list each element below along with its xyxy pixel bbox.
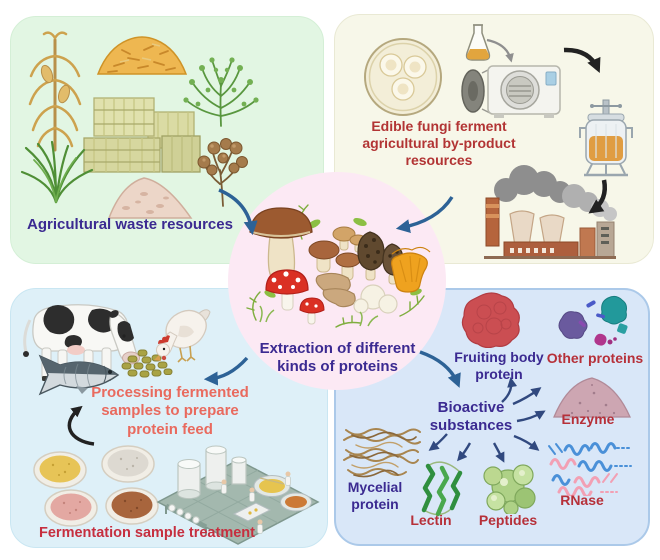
edible-fungi-label: Edible fungi ferment agricultural by-pro… — [362, 118, 516, 169]
petri-dish-icon — [364, 38, 442, 116]
processing-feed-label: Processing fermented samples to prepare … — [91, 384, 249, 438]
oyster-mushroom-icon — [315, 272, 356, 308]
bran-pile-icon — [107, 177, 193, 219]
rna-ribbons-icon — [548, 442, 632, 496]
mushroom-assortment-icon — [246, 204, 431, 328]
bioreactor-icon — [579, 99, 633, 177]
powder-dish-pink-icon — [44, 489, 98, 527]
grass-tuft-icon — [20, 140, 94, 204]
corn-plant-icon — [28, 31, 82, 152]
powder-dish-white-icon — [101, 445, 155, 483]
fish-icon — [38, 354, 120, 396]
other-proteins-label: Other proteins — [546, 350, 644, 366]
bioactive-substances-label: Bioactive substances — [429, 399, 513, 435]
fermentation-treatment-label: Fermentation sample treatment — [39, 525, 255, 541]
enzyme-label: Enzyme — [561, 411, 615, 427]
powder-dish-yellow-icon — [33, 451, 87, 489]
processing-plant-icon — [156, 445, 320, 545]
rnase-label: RNase — [560, 492, 604, 508]
fruiting-body-protein-label: Fruiting body protein — [454, 349, 544, 383]
peptide-cluster-icon — [483, 464, 536, 514]
smoking-factory-icon — [484, 165, 617, 259]
grass-icon — [259, 305, 379, 327]
scattered-proteins-icon — [558, 295, 628, 346]
button-mushroom-icon — [353, 284, 398, 314]
mycelial-protein-label: Mycelial protein — [347, 479, 403, 513]
agricultural-waste-label: Agricultural waste resources — [27, 216, 233, 233]
dried-plant-icon — [197, 138, 248, 207]
straw-pile-icon — [96, 36, 188, 75]
lectin-ribbon-icon — [421, 461, 463, 517]
chanterelle-mushroom-icon — [391, 246, 431, 293]
hay-bales-icon — [83, 97, 201, 173]
autoclave-icon — [461, 65, 561, 118]
fly-agaric-mushroom-icon — [265, 269, 325, 325]
powder-dish-brown-icon — [105, 487, 159, 525]
red-protein-blob-icon — [461, 292, 520, 348]
enzyme-powder-pile-icon — [553, 377, 631, 418]
mycelium-fibers-icon — [343, 428, 421, 478]
erlenmeyer-flask-icon — [465, 24, 491, 61]
lectin-label: Lectin — [410, 512, 452, 528]
peptides-label: Peptides — [478, 512, 538, 528]
chicken-icon — [154, 309, 211, 363]
extraction-label: Extraction of different kinds of protein… — [259, 340, 416, 376]
green-shrub-icon — [183, 57, 259, 127]
